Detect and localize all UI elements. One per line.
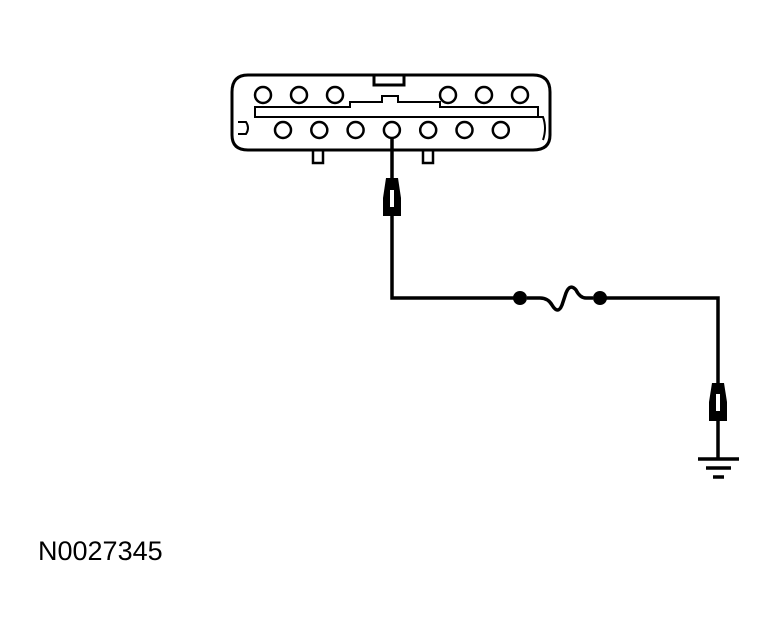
pin-cavity-bottom-3 — [346, 120, 365, 140]
connector-peg-right — [421, 150, 435, 165]
fuse-terminal-right — [593, 291, 607, 305]
pin-cavity-top-6 — [510, 85, 530, 105]
figure-id-label: N0027345 — [38, 536, 163, 566]
connector-latch — [372, 73, 406, 87]
connector-key-left — [238, 121, 249, 135]
inline-terminal-upper — [383, 178, 401, 216]
ground-icon — [698, 457, 739, 479]
fuse — [513, 285, 607, 312]
pin-cavity-bottom-6 — [455, 120, 474, 140]
pin-cavity-bottom-5 — [418, 120, 438, 140]
pin-cavity-bottom-7 — [491, 120, 511, 140]
pin-cavity-bottom-1 — [273, 120, 293, 140]
pin-cavity-top-3 — [325, 85, 345, 105]
pin-cavity-bottom-2 — [310, 120, 329, 140]
connector — [230, 73, 552, 165]
connector-housing — [230, 73, 552, 152]
pin-cavity-top-1 — [253, 85, 273, 105]
inline-terminal-lower — [709, 383, 727, 421]
wire-segment-fuse-to-ground-terminal — [600, 296, 720, 385]
connector-bottom-row-pins — [273, 120, 511, 140]
connector-top-row-pins — [253, 85, 530, 105]
pin-cavity-top-5 — [474, 85, 494, 105]
connector-key-right — [538, 116, 546, 141]
wire-segment-terminal-to-fuse — [390, 215, 520, 300]
fuse-terminal-left — [513, 291, 527, 305]
wire-circuit — [390, 138, 720, 458]
pin-cavity-top-2 — [289, 85, 309, 105]
fuse-icon — [527, 285, 593, 312]
pin-cavity-bottom-4 — [382, 120, 402, 140]
pin-cavity-top-4 — [438, 85, 458, 105]
connector-peg-left — [311, 150, 325, 165]
